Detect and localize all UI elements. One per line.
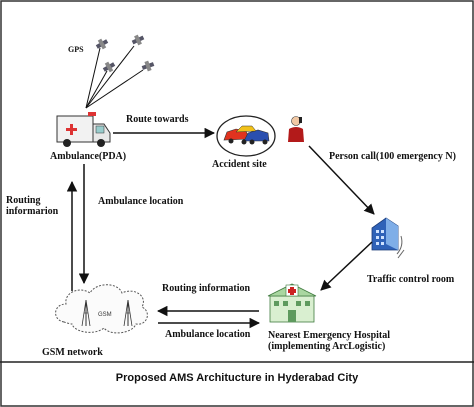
accident-site-label: Accident site [212,159,267,170]
hospital-label-2: (implementing ArcLogistic) [268,341,386,352]
hospital-label-1: Nearest Emergency Hospital [268,330,391,341]
ambulance-label: Ambulance(PDA) [50,151,127,162]
arrow-person-call [308,145,375,215]
traffic-control-label: Traffic control room [367,274,455,285]
figure-caption: Proposed AMS Architucture in Hyderabad C… [115,372,359,384]
ambulance-icon [56,112,111,147]
gsm-cloud-label: GSM [98,312,112,318]
car-crash-icon [216,115,276,157]
building-icon [371,217,405,259]
person-phone-icon [288,116,304,142]
arrow-to-hospital [320,241,373,291]
hospital-icon [267,283,317,323]
routing-left-label-2: informarion [6,206,59,217]
routing-information-label: Routing information [162,283,251,294]
cloud-tower-icon [55,284,148,334]
ambulance-location-top-label: Ambulance location [98,196,184,207]
gsm-network-label: GSM network [42,347,103,358]
route-towards-label: Route towards [126,114,189,125]
ambulance-location-bottom-label: Ambulance location [165,329,251,340]
satellite-icon [95,34,155,73]
person-call-label: Person call(100 emergency N) [329,151,456,162]
gps-label: GPS [68,45,84,54]
gps-signal-lines [85,45,144,109]
routing-left-label-1: Routing [6,195,41,206]
